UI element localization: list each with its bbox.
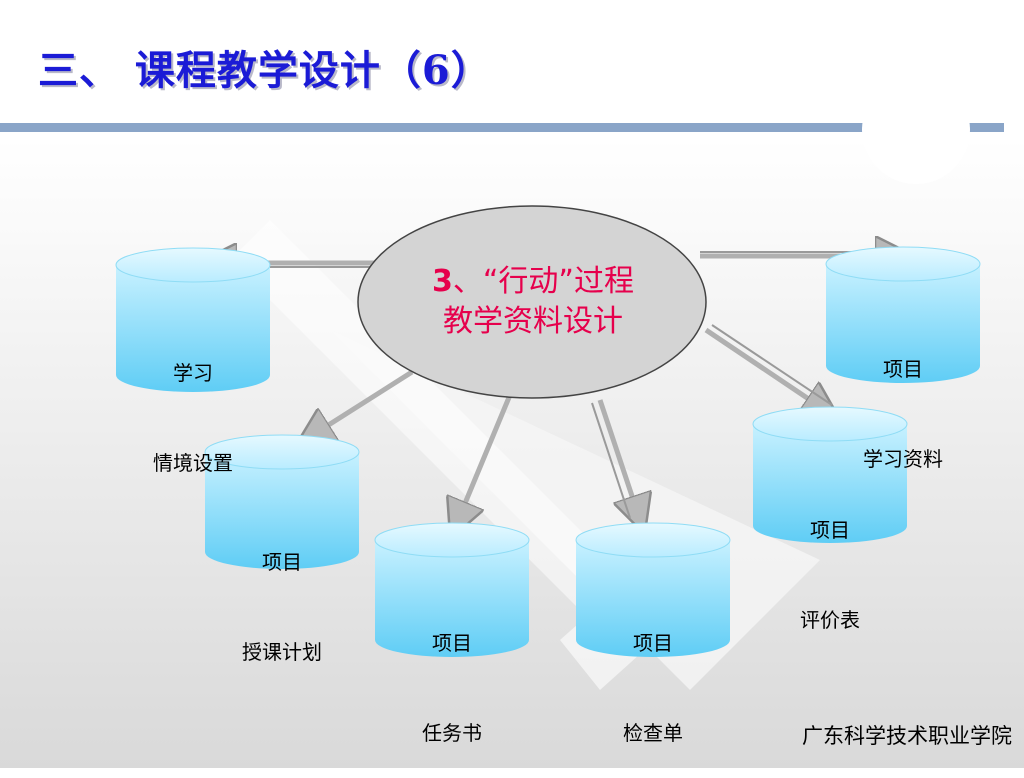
node-line1: 项目 bbox=[810, 518, 850, 542]
node-evaluation-form: 项目 评价表 bbox=[753, 455, 907, 665]
central-node-label: 3、“行动”过程 教学资料设计 bbox=[358, 262, 708, 342]
node-teaching-plan: 项目 授课计划 bbox=[205, 487, 359, 697]
central-node-line2: 教学资料设计 bbox=[443, 304, 623, 339]
arrow-to-task-book bbox=[456, 394, 513, 525]
arrow-to-evaluation-form bbox=[704, 327, 828, 412]
cylinder-teaching-plan bbox=[204, 434, 360, 569]
cylinder-checklist bbox=[575, 522, 731, 657]
cylinder-evaluation-form bbox=[752, 406, 908, 543]
node-line1: 项目 bbox=[633, 631, 673, 655]
central-ellipse bbox=[357, 205, 707, 399]
node-line1: 项目 bbox=[432, 631, 472, 655]
node-line2: 学习资料 bbox=[863, 447, 943, 471]
node-line2: 评价表 bbox=[800, 608, 860, 632]
arrow-to-checklist-shadow bbox=[591, 402, 631, 519]
node-line2: 检查单 bbox=[623, 721, 683, 745]
central-node-number: 3 bbox=[432, 264, 453, 299]
node-checklist: 项目 检查单 bbox=[576, 568, 730, 778]
node-learning-materials: 项目 学习资料 bbox=[826, 294, 980, 504]
node-line1: 学习 bbox=[173, 361, 213, 385]
node-task-book: 项目 任务书 bbox=[375, 568, 529, 778]
node-line2: 任务书 bbox=[422, 721, 482, 745]
node-line1: 项目 bbox=[262, 550, 302, 574]
decorative-circle bbox=[862, 76, 970, 184]
slide-title: 三、 课程教学设计（6） bbox=[38, 47, 492, 94]
node-learning-situation: 学习 情境设置 bbox=[116, 298, 270, 508]
cylinder-learning-materials bbox=[825, 246, 981, 383]
node-line2: 授课计划 bbox=[242, 640, 322, 664]
node-line2: 情境设置 bbox=[153, 451, 233, 475]
arrow-to-evaluation-form-shadow bbox=[711, 324, 833, 406]
central-node-line1: 、“行动”过程 bbox=[452, 264, 634, 299]
cylinder-task-book bbox=[374, 522, 530, 657]
arrow-to-checklist bbox=[597, 399, 640, 520]
title-divider bbox=[0, 123, 1004, 132]
arrow-to-teaching-plan bbox=[308, 369, 414, 438]
institution-footer: 广东科学技术职业学院 bbox=[802, 724, 1012, 748]
node-line1: 项目 bbox=[883, 357, 923, 381]
cylinder-learning-situation bbox=[115, 247, 271, 392]
